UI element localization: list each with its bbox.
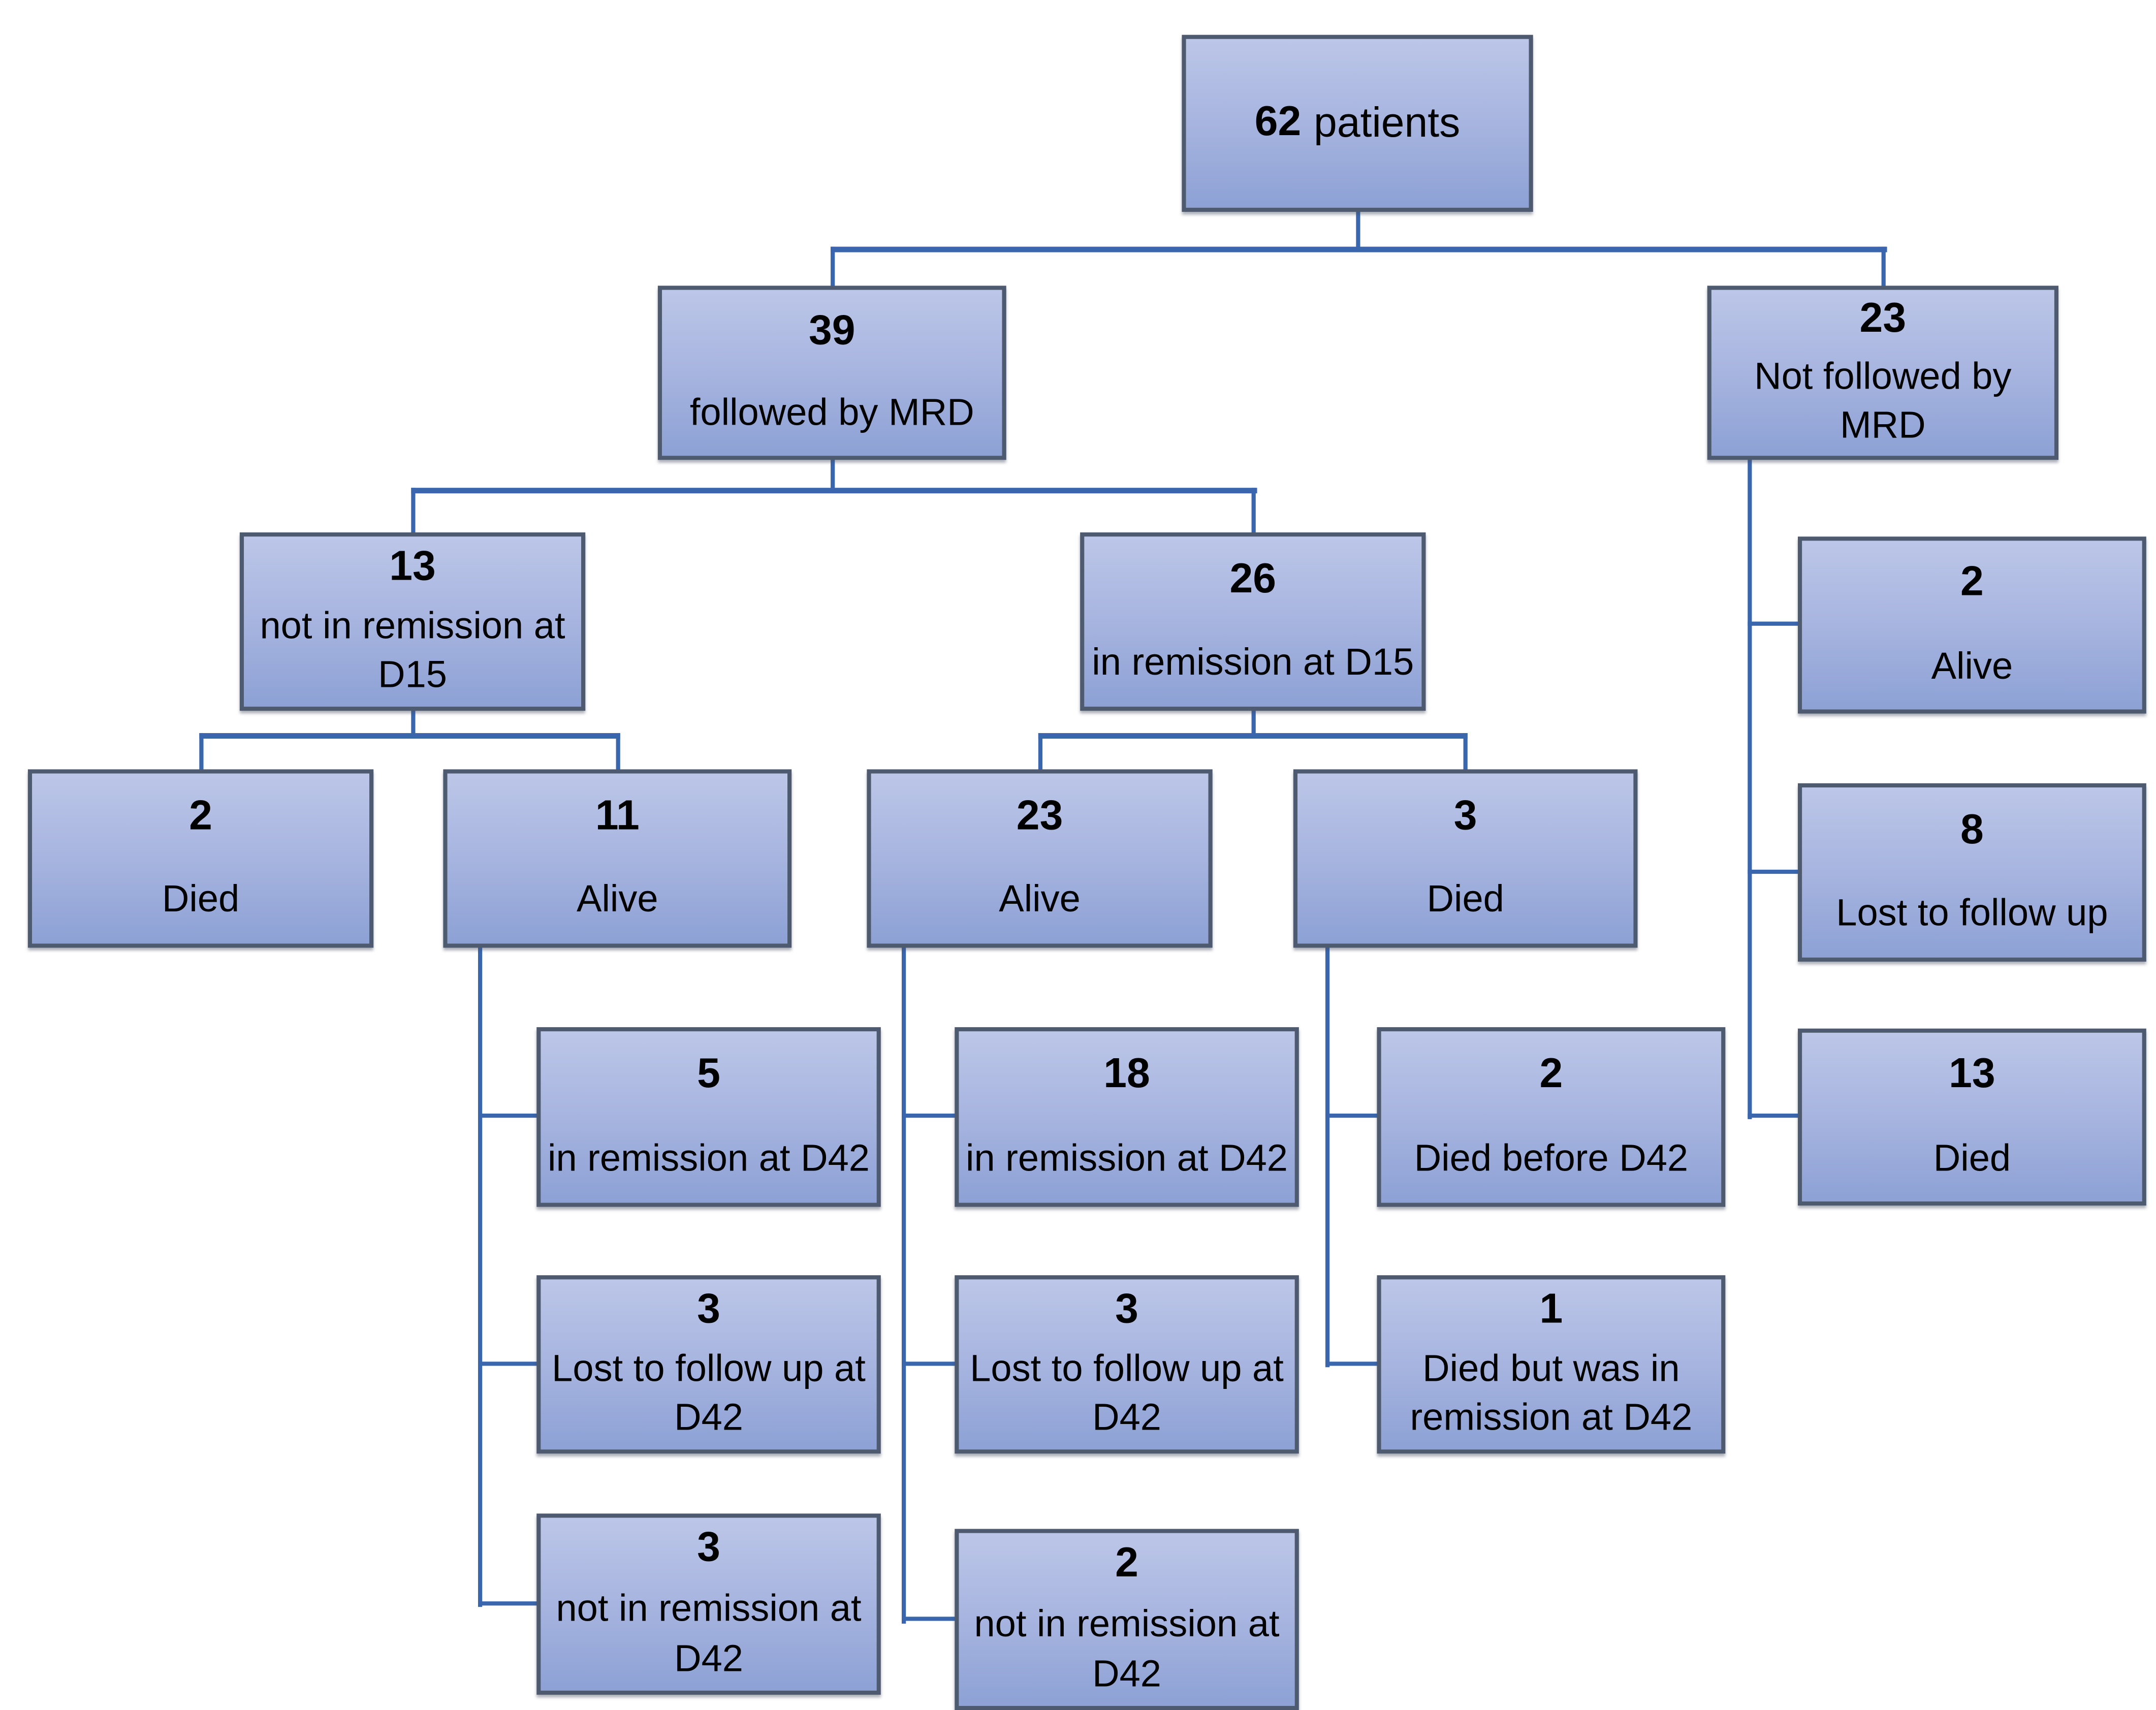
connector-line [478, 1361, 540, 1366]
node-label: Lost to follow up at D42 [970, 1347, 1284, 1439]
node-62-patients: 62 patients [1182, 35, 1533, 212]
node-number: 23 [1016, 792, 1063, 839]
connector-line [1325, 1113, 1380, 1118]
connector-line [1356, 211, 1360, 251]
node-13-not-in-remission-d15: 13 not in remission at D15 [239, 532, 586, 711]
node-label: in remission at D42 [547, 1137, 870, 1180]
node-number: 3 [697, 1525, 720, 1571]
node-number: 2 [189, 792, 212, 839]
connector-line [901, 1361, 958, 1366]
node-3-lost-to-follow-up-d42-left: 3 Lost to follow up at D42 [536, 1275, 881, 1454]
connector-line [1251, 709, 1256, 738]
node-label: in remission at D15 [1092, 641, 1414, 684]
connector-line [1748, 869, 1801, 874]
connector-line [901, 1617, 958, 1621]
node-39-followed-by-mrd: 39 followed by MRD [657, 286, 1006, 460]
node-13-died: 13 Died [1797, 1028, 2146, 1206]
node-label: followed by MRD [689, 392, 974, 434]
node-number: 2 [1960, 559, 1984, 606]
node-3-died: 3 Died [1293, 769, 1638, 948]
node-number: 18 [1103, 1051, 1150, 1097]
connector-line [1325, 945, 1330, 1368]
node-label: Lost to follow up at D42 [552, 1347, 866, 1439]
node-label: in remission at D42 [966, 1137, 1288, 1180]
connector-line [199, 733, 620, 739]
connector-line [1325, 1361, 1380, 1366]
node-number: 8 [1960, 806, 1984, 852]
node-label: Lost to follow up [1836, 892, 2108, 934]
node-label: not in remission at D15 [260, 605, 565, 696]
connector-line [1038, 733, 1043, 772]
node-number: 13 [1949, 1051, 1995, 1097]
node-label: Alive [999, 878, 1081, 921]
connector-line [199, 733, 204, 772]
connector-line [1881, 246, 1886, 289]
node-23-alive: 23 Alive [867, 769, 1213, 948]
node-26-in-remission-d15: 26 in remission at D15 [1080, 532, 1426, 711]
connector-line [478, 1113, 540, 1118]
node-label: Not followed by MRD [1754, 355, 2012, 446]
connector-line [478, 1601, 540, 1606]
connector-line [616, 733, 620, 772]
connector-line [831, 458, 835, 492]
connector-line [1748, 621, 1801, 626]
connector-line [411, 488, 416, 535]
node-label: Died [1933, 1136, 2011, 1179]
node-2-died: 2 Died [27, 769, 374, 948]
node-label: Died but was in remission at D42 [1410, 1347, 1693, 1439]
node-1-died-but-in-remission-d42: 1 Died but was in remission at D42 [1377, 1275, 1726, 1454]
node-number: 11 [595, 792, 640, 839]
node-5-in-remission-d42: 5 in remission at D42 [536, 1027, 881, 1207]
node-number: 2 [1539, 1051, 1563, 1097]
node-number: 23 [1859, 295, 1907, 342]
node-2-alive: 2 Alive [1797, 536, 2146, 714]
connector-line [1463, 733, 1468, 772]
node-18-in-remission-d42: 18 in remission at D42 [955, 1027, 1299, 1207]
node-23-not-followed-by-mrd: 23 Not followed by MRD [1707, 286, 2059, 460]
connector-line [831, 246, 835, 289]
node-number: 3 [1453, 792, 1477, 839]
node-number: 62 [1254, 99, 1302, 145]
connector-line [1748, 1113, 1801, 1118]
node-label: Alive [1931, 644, 2013, 687]
node-number: 1 [1539, 1286, 1563, 1333]
node-8-lost-to-follow-up: 8 Lost to follow up [1797, 783, 2146, 962]
node-number: 5 [697, 1051, 720, 1097]
node-number: 3 [1115, 1286, 1138, 1333]
node-11-alive: 11 Alive [443, 769, 792, 948]
connector-line [478, 945, 483, 1607]
node-label: Died [162, 878, 240, 921]
node-label: not in remission at D42 [974, 1603, 1280, 1694]
node-number: 3 [697, 1286, 720, 1333]
node-label: not in remission at D42 [556, 1588, 862, 1679]
connector-line [1038, 733, 1468, 739]
node-2-died-before-d42: 2 Died before D42 [1377, 1027, 1726, 1207]
node-3-lost-to-follow-up-d42-mid: 3 Lost to follow up at D42 [955, 1275, 1299, 1454]
connector-line [901, 945, 906, 1624]
connector-line [411, 709, 416, 738]
node-2-not-in-remission-d42: 2 not in remission at D42 [955, 1529, 1299, 1710]
node-label: patients [1314, 100, 1461, 147]
connector-line [411, 488, 1257, 494]
node-number: 39 [809, 307, 855, 354]
connector-line [901, 1113, 958, 1118]
node-label: Died [1426, 878, 1504, 921]
node-number: 2 [1115, 1540, 1138, 1587]
node-3-not-in-remission-d42: 3 not in remission at D42 [536, 1513, 881, 1695]
node-number: 26 [1229, 555, 1277, 602]
node-number: 13 [389, 543, 436, 589]
connector-line [831, 246, 1887, 252]
node-label: Alive [577, 878, 658, 921]
connector-line [1748, 457, 1752, 1119]
connector-line [1251, 488, 1256, 535]
node-label: Died before D42 [1414, 1137, 1689, 1180]
